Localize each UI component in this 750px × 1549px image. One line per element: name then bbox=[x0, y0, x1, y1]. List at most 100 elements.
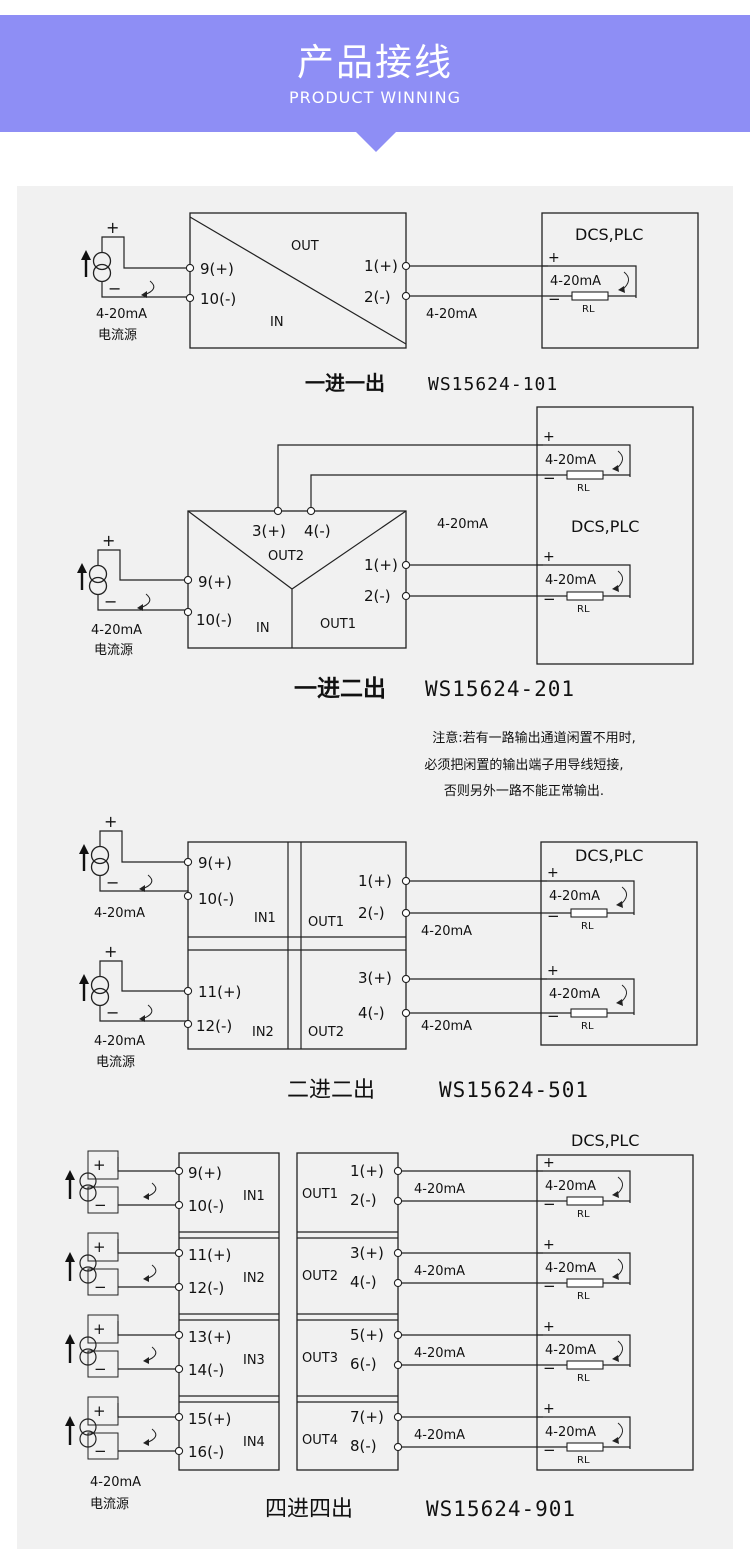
module-out-label: OUT2 bbox=[302, 1269, 338, 1284]
resistor bbox=[570, 1008, 608, 1018]
load-plus: + bbox=[543, 1155, 555, 1171]
source-label: 电流源 bbox=[94, 643, 133, 658]
terminal-3: 3(+) bbox=[252, 522, 286, 540]
resistor-label: RL bbox=[582, 304, 595, 315]
terminal-in-plus: 13(+) bbox=[188, 1328, 231, 1346]
minus-sign: − bbox=[94, 1442, 107, 1460]
terminal-9: 9(+) bbox=[198, 854, 232, 872]
dcs-box bbox=[541, 212, 699, 349]
terminal-dot bbox=[401, 261, 411, 271]
loop-arrowhead bbox=[612, 585, 619, 592]
load-plus: + bbox=[543, 549, 555, 565]
resistor bbox=[566, 1442, 604, 1452]
terminal-4: 4(-) bbox=[358, 1004, 385, 1022]
terminal-out-plus: 7(+) bbox=[350, 1408, 384, 1426]
terminal-dot bbox=[273, 506, 283, 516]
terminal-dot bbox=[306, 506, 316, 516]
wire bbox=[537, 1416, 631, 1449]
load-signal-label: 4-20mA bbox=[545, 1425, 596, 1440]
wire bbox=[537, 564, 631, 598]
resistor bbox=[566, 1360, 604, 1370]
resistor bbox=[570, 908, 608, 918]
source-arrowhead bbox=[65, 1170, 75, 1180]
terminal-dot bbox=[183, 891, 193, 901]
line-signal-label: 4-20mA bbox=[421, 924, 472, 939]
loop-arrowhead bbox=[612, 465, 619, 472]
dcs-box bbox=[540, 841, 698, 1046]
terminal-4: 4(-) bbox=[304, 522, 331, 540]
wire bbox=[117, 1157, 179, 1172]
caption-model: WS15624-901 bbox=[426, 1497, 576, 1521]
plus-sign: + bbox=[93, 1238, 106, 1256]
module-out1-label: OUT1 bbox=[320, 617, 356, 632]
terminal-10: 10(-) bbox=[200, 290, 236, 308]
terminal-dot bbox=[393, 1196, 403, 1206]
caption-cn: 一进一出 bbox=[305, 371, 385, 395]
source-circle bbox=[79, 1184, 97, 1202]
current-arrowhead bbox=[137, 604, 143, 611]
terminal-dot bbox=[401, 876, 411, 886]
source-arrowhead bbox=[65, 1416, 75, 1426]
resistor-label: RL bbox=[577, 604, 590, 615]
module-out2-label: OUT2 bbox=[308, 1025, 344, 1040]
caption-cn: 二进二出 bbox=[287, 1078, 375, 1103]
terminal-12: 12(-) bbox=[196, 1017, 232, 1035]
terminal-in-minus: 12(-) bbox=[188, 1279, 224, 1297]
module-out-label: OUT4 bbox=[302, 1433, 338, 1448]
load-signal-label: 4-20mA bbox=[545, 573, 596, 588]
terminal-dot bbox=[185, 293, 195, 303]
terminal-dot bbox=[393, 1442, 403, 1452]
source-label: 电流源 bbox=[96, 1055, 135, 1070]
load-minus: − bbox=[547, 1007, 560, 1025]
source-arrowhead bbox=[65, 1334, 75, 1344]
source-minus-box bbox=[87, 1350, 119, 1378]
terminal-dot bbox=[185, 263, 195, 273]
source-signal-label: 4-20mA bbox=[94, 906, 145, 921]
terminal-dot bbox=[174, 1446, 184, 1456]
caption-model: WS15624-501 bbox=[439, 1078, 589, 1102]
source-circle bbox=[79, 1172, 97, 1190]
terminal-9: 9(+) bbox=[200, 260, 234, 278]
load-plus: + bbox=[543, 1401, 555, 1417]
resistor-label: RL bbox=[581, 1021, 594, 1032]
source-signal-label: 4-20mA bbox=[94, 1034, 145, 1049]
wire bbox=[189, 216, 407, 345]
source-arrowhead bbox=[81, 250, 91, 260]
wire bbox=[117, 1403, 179, 1418]
load-signal-label: 4-20mA bbox=[545, 1261, 596, 1276]
module-out2-label: OUT2 bbox=[268, 549, 304, 564]
load-plus: + bbox=[547, 865, 559, 881]
resistor bbox=[566, 1196, 604, 1206]
minus-sign: − bbox=[94, 1278, 107, 1296]
current-arrowhead bbox=[143, 1357, 149, 1364]
terminal-1: 1(+) bbox=[358, 872, 392, 890]
current-arrowhead bbox=[143, 1439, 149, 1446]
load-signal-label: 4-20mA bbox=[545, 1179, 596, 1194]
terminal-1: 1(+) bbox=[364, 556, 398, 574]
diagram-1in1out: OUTIN9(+)10(-)1(+)2(-)+−4-20mA电流源DCS,PLC… bbox=[81, 212, 699, 395]
terminal-in-plus: 15(+) bbox=[188, 1410, 231, 1428]
terminal-out-minus: 8(-) bbox=[350, 1437, 377, 1455]
terminal-dot bbox=[393, 1166, 403, 1176]
terminal-9: 9(+) bbox=[198, 573, 232, 591]
terminal-out-minus: 6(-) bbox=[350, 1355, 377, 1373]
terminal-out-plus: 3(+) bbox=[350, 1244, 384, 1262]
module-in-label: IN4 bbox=[243, 1435, 265, 1450]
caption-model: WS15624-101 bbox=[428, 374, 558, 395]
terminal-dot bbox=[401, 560, 411, 570]
terminal-dot bbox=[174, 1166, 184, 1176]
source-minus-box bbox=[87, 1432, 119, 1460]
loop-arrowhead bbox=[612, 1355, 619, 1362]
wire bbox=[541, 978, 635, 1015]
terminal-dot bbox=[401, 591, 411, 601]
note-line-1: 注意:若有一路输出通道闲置不用时, bbox=[432, 730, 636, 746]
terminal-dot bbox=[401, 974, 411, 984]
load-minus: − bbox=[543, 1441, 556, 1459]
load-plus: + bbox=[543, 1319, 555, 1335]
terminal-dot bbox=[393, 1330, 403, 1340]
dcs-box bbox=[536, 1154, 694, 1471]
terminal-dot bbox=[393, 1412, 403, 1422]
resistor-label: RL bbox=[577, 1373, 590, 1384]
load-minus: − bbox=[543, 469, 556, 487]
